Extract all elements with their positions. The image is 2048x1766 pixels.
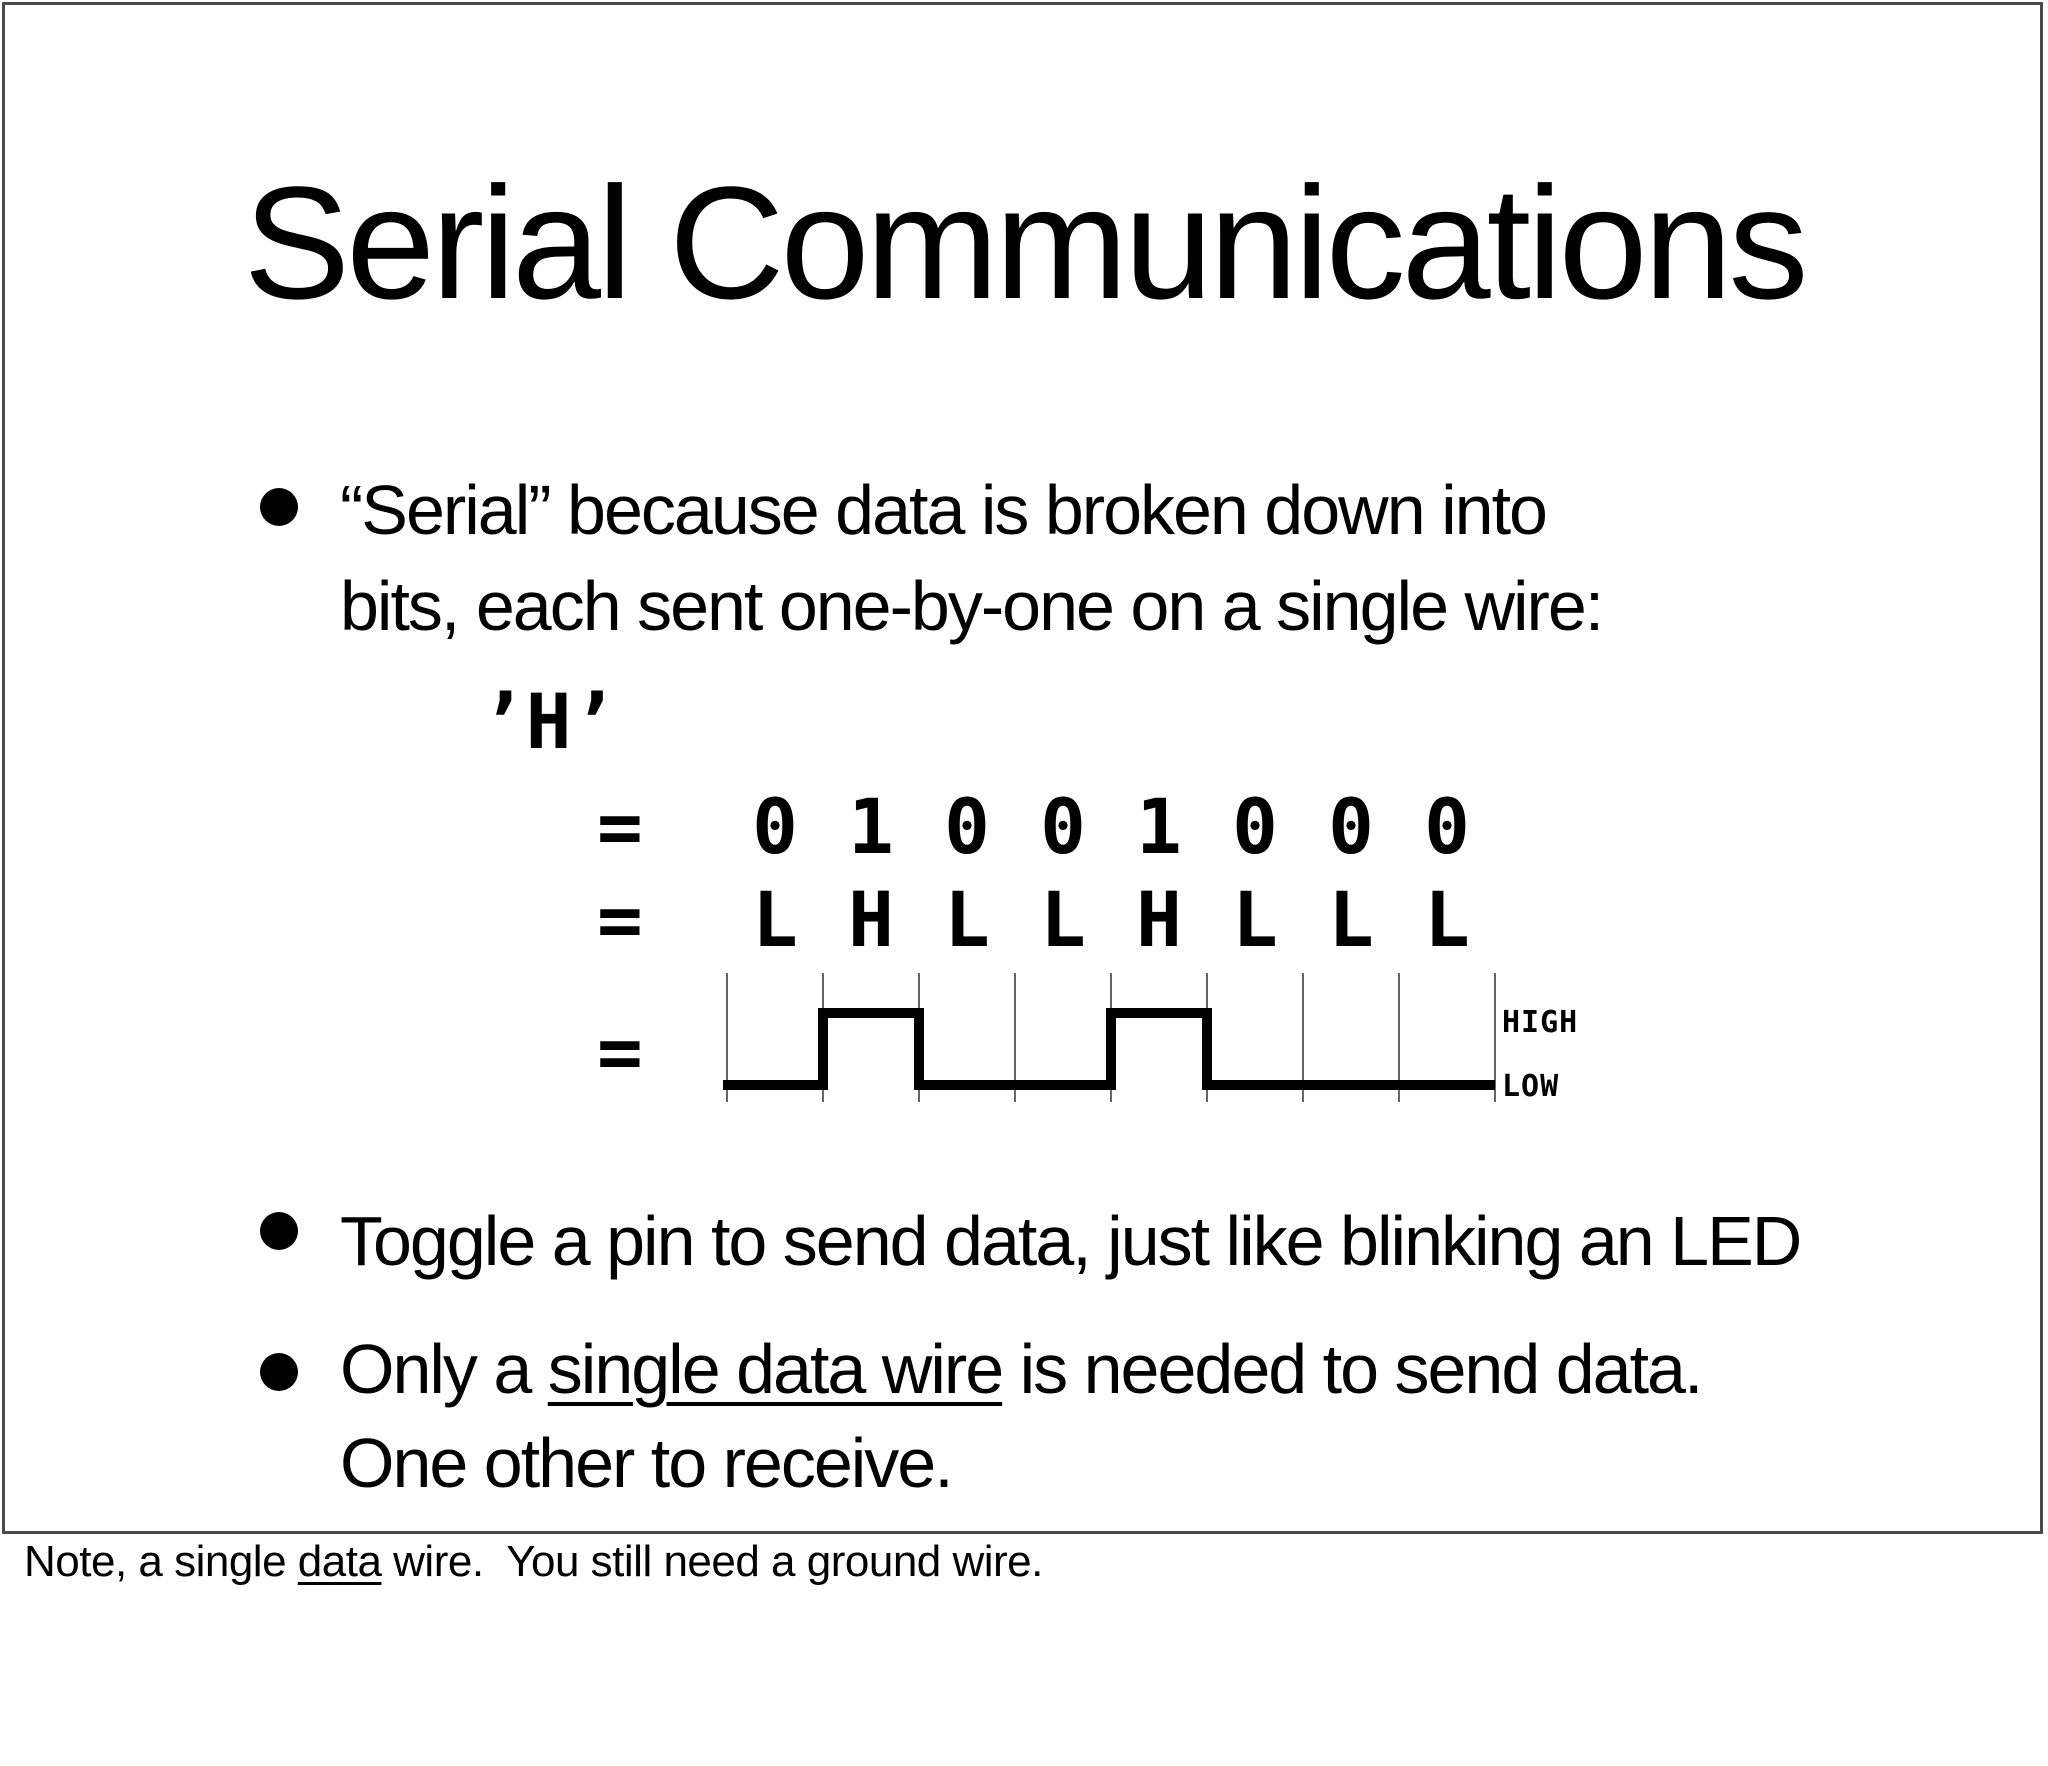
bullet-dot-icon [260, 488, 298, 526]
level-value: L [1328, 875, 1374, 964]
bullet-1-line-2: bits, each sent one-by-one on a single w… [340, 567, 1604, 645]
bit-value: 0 [944, 782, 990, 871]
bullet-1-text: “Serial” because data is broken down int… [340, 462, 1604, 654]
bit-value: 1 [848, 782, 894, 871]
text-segment: Only a [340, 1330, 548, 1408]
char-literal: ’H’ [480, 677, 618, 766]
underlined-text: data [297, 1537, 382, 1586]
low-level-label: LOW [1502, 1069, 1560, 1104]
text-segment: Note, a single [24, 1537, 298, 1586]
level-value: L [752, 875, 798, 964]
bit-value: 0 [1424, 782, 1470, 871]
text-segment: is needed to send data. [1002, 1330, 1704, 1408]
bullet-1-line-1: “Serial” because data is broken down int… [340, 471, 1548, 549]
level-value: L [1232, 875, 1278, 964]
bit-value: 1 [1136, 782, 1182, 871]
bullet-dot-icon [260, 1212, 298, 1250]
page-title: Serial Communications [243, 153, 1808, 332]
equals-sign: = [597, 782, 643, 871]
level-value: H [848, 875, 894, 964]
text-segment: wire. You still need a ground wire. [381, 1537, 1043, 1586]
bullet-3-text: Only a single data wire is needed to sen… [340, 1322, 1704, 1510]
high-level-label: HIGH [1502, 1005, 1579, 1040]
bullet-3-line-2: One other to receive. [340, 1424, 954, 1502]
underlined-text: single data wire [547, 1330, 1004, 1408]
bullet-dot-icon [260, 1353, 298, 1391]
equals-sign: = [597, 1007, 643, 1096]
level-value: L [1040, 875, 1086, 964]
level-value: H [1136, 875, 1182, 964]
waveform-diagram [723, 973, 1496, 1102]
bullet-2-text: Toggle a pin to send data, just like bli… [340, 1202, 1802, 1280]
bit-value: 0 [752, 782, 798, 871]
equals-sign: = [597, 875, 643, 964]
bullet-3-line-1: Only a single data wire is needed to sen… [340, 1322, 1704, 1416]
bit-value: 0 [1232, 782, 1278, 871]
footnote: Note, a single data wire. You still need… [24, 1535, 1043, 1589]
level-value: L [1424, 875, 1470, 964]
bit-value: 0 [1040, 782, 1086, 871]
slide-frame [2, 2, 2043, 1534]
bit-value: 0 [1328, 782, 1374, 871]
level-value: L [944, 875, 990, 964]
signal-waveform [723, 1008, 1495, 1090]
